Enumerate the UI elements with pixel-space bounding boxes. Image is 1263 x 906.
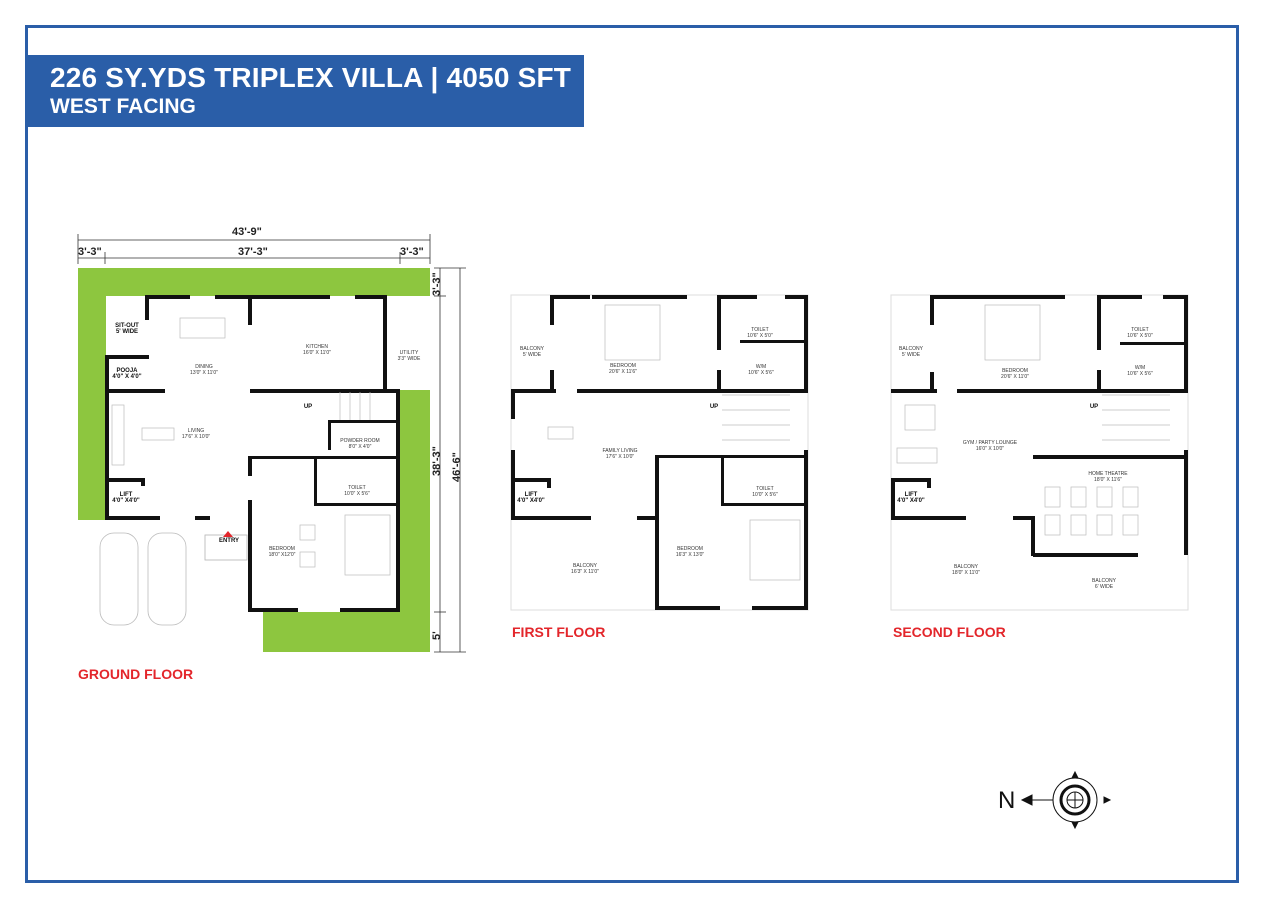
second-floor-label: SECOND FLOOR (893, 624, 1006, 640)
dim-setback-right: 3'-3" (400, 246, 424, 258)
dim-inner-depth: 38'-3" (431, 446, 443, 476)
compass-rose-icon (1020, 770, 1112, 830)
title-banner: 226 SY.YDS TRIPLEX VILLA | 4050 SFT WEST… (28, 55, 584, 127)
stair-up-label: UP (303, 404, 313, 410)
dim-inner-width: 37'-3" (238, 246, 268, 258)
page-border (25, 25, 1239, 883)
stair-up-label: UP (709, 404, 719, 410)
dim-overall-depth: 46'-6" (451, 452, 463, 482)
ground-floor-walls (105, 295, 400, 612)
dim-setback-bottom: 5' (431, 631, 443, 640)
dim-overall-width: 43'-9" (232, 226, 262, 238)
entry-arrow-icon (223, 531, 233, 537)
dim-setback-top: 3'-3" (431, 272, 443, 296)
second-floor-furniture (896, 304, 1170, 536)
parked-cars (99, 532, 187, 626)
dim-setback-left: 3'-3" (78, 246, 102, 258)
second-floor-walls (890, 294, 1189, 611)
first-floor-walls (510, 294, 809, 611)
first-floor-label: FIRST FLOOR (512, 624, 606, 640)
ground-floor-furniture (111, 317, 391, 576)
page-title: 226 SY.YDS TRIPLEX VILLA | 4050 SFT (50, 62, 572, 93)
stair-up-label: UP (1089, 404, 1099, 410)
entry-label: ENTRY (218, 538, 240, 544)
first-floor-furniture (547, 304, 801, 581)
ground-floor-dimension-lines (77, 234, 466, 653)
ground-floor-label: GROUND FLOOR (78, 666, 194, 682)
compass-north-label: N (998, 787, 1016, 814)
page-subtitle: WEST FACING (50, 95, 196, 118)
ground-floor-landscape (78, 268, 430, 652)
